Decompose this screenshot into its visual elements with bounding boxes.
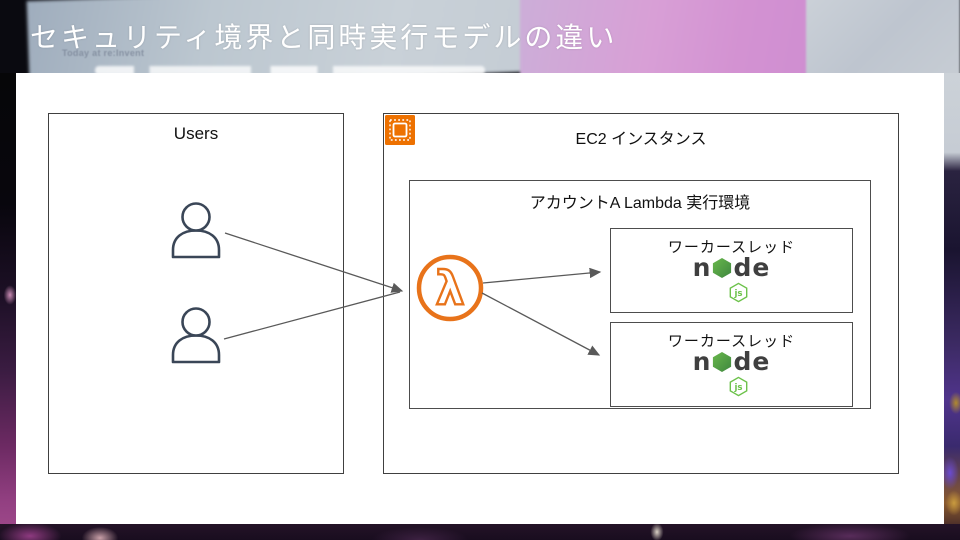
ec2-instance-title: EC2 インスタンス — [575, 131, 707, 148]
worker-thread-box-1: ワーカースレッド n de js — [610, 228, 853, 313]
users-box: Users — [48, 113, 344, 474]
nodejs-wordmark-left: n — [692, 253, 712, 282]
aws-lambda-icon: λ — [416, 254, 484, 322]
audience-photo-right-edge — [944, 73, 960, 540]
nodejs-js-hexagon-icon: js — [729, 376, 748, 397]
slide-title: セキュリティ境界と同時実行モデルの違い — [30, 22, 618, 53]
lambda-execution-env-title: アカウントA Lambda 実行環境 — [529, 195, 751, 212]
nodejs-hexagon-icon — [713, 257, 732, 278]
nodejs-wordmark-right: de — [733, 253, 771, 282]
worker-thread-title: ワーカースレッド — [667, 239, 796, 256]
nodejs-logo: n de — [611, 255, 852, 280]
projected-caption: Today at re:Invent — [62, 48, 145, 58]
nodejs-logo: n de — [611, 349, 852, 374]
ec2-instance-icon — [385, 115, 415, 145]
svg-text:λ: λ — [435, 261, 464, 315]
worker-thread-box-2: ワーカースレッド n de js — [610, 322, 853, 407]
svg-text:js: js — [733, 383, 742, 393]
nodejs-wordmark-left: n — [692, 347, 712, 376]
audience-photo-bottom-edge — [0, 524, 960, 540]
nodejs-js-badge: js — [611, 376, 852, 397]
projection-screen-pink-glow — [520, 0, 810, 80]
nodejs-js-hexagon-icon: js — [729, 282, 748, 303]
projection-screen-right — [806, 0, 960, 80]
nodejs-hexagon-icon — [713, 351, 732, 372]
svg-text:js: js — [733, 289, 742, 299]
nodejs-wordmark-right: de — [733, 347, 771, 376]
projected-heading-fragment — [95, 66, 485, 75]
worker-thread-title: ワーカースレッド — [667, 333, 796, 350]
users-box-title: Users — [173, 124, 219, 143]
nodejs-js-badge: js — [611, 282, 852, 303]
audience-photo-left-edge — [0, 73, 16, 540]
